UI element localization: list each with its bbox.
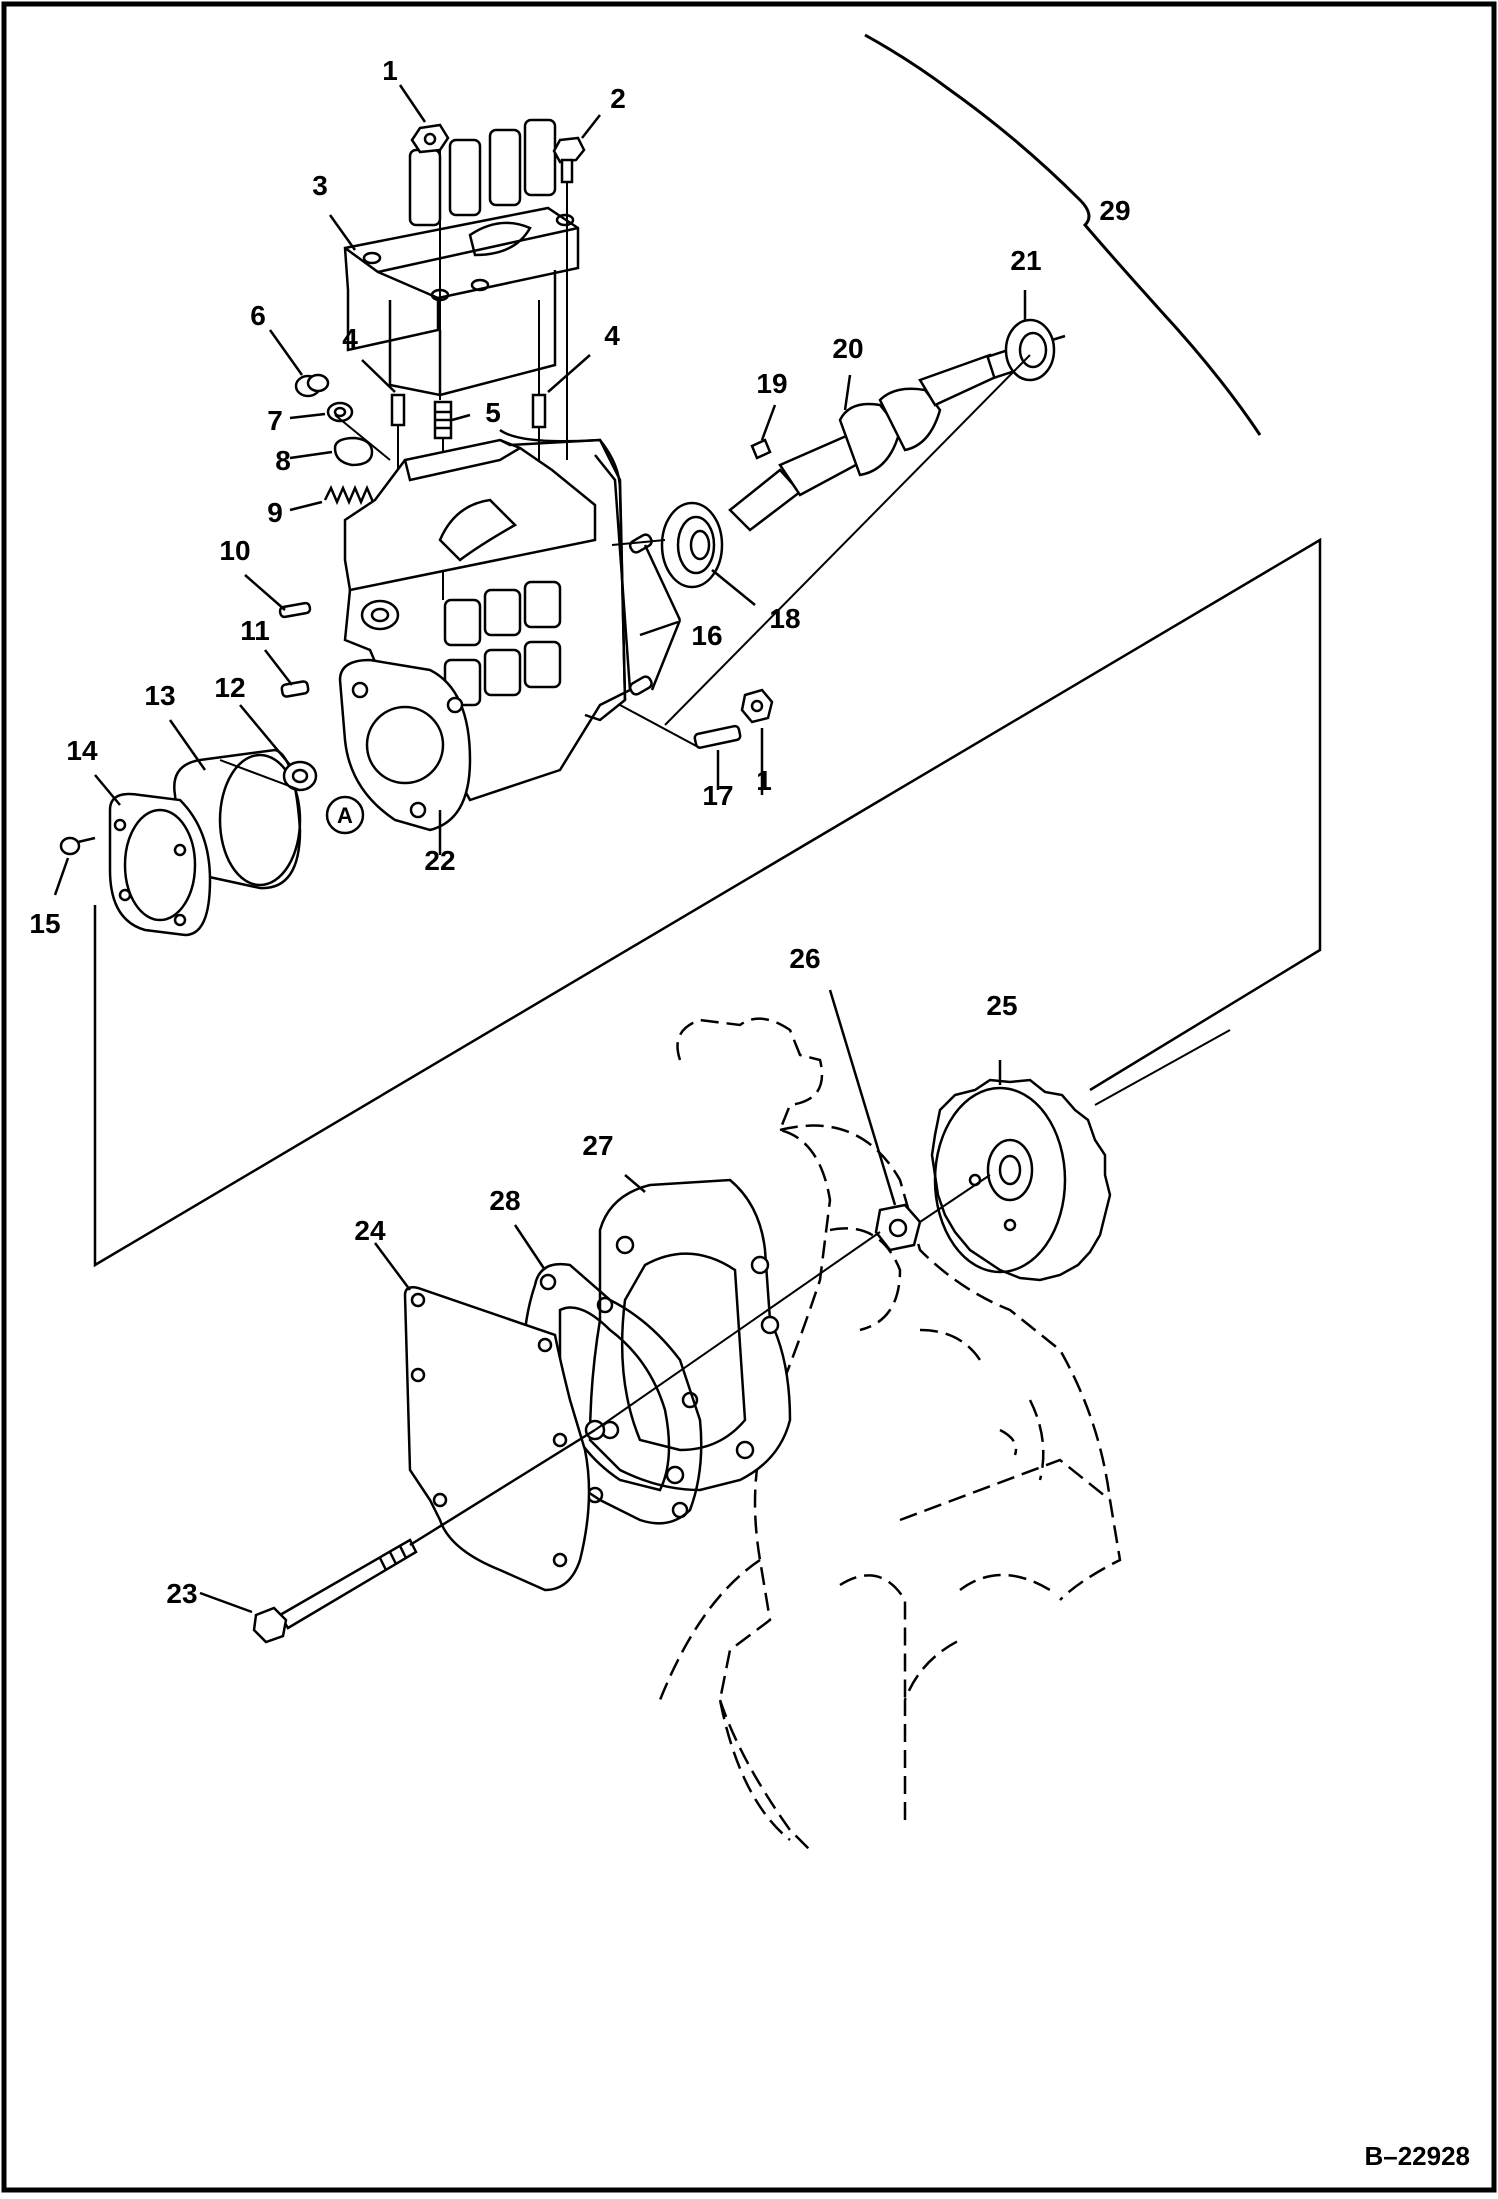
callout-23: 23 [166, 1578, 197, 1609]
dowels-16 [628, 533, 653, 696]
cap-8 [333, 436, 374, 467]
lower-axis-leaders [594, 1029, 1231, 1431]
callout-12: 12 [214, 672, 245, 703]
stud-17 [693, 724, 742, 749]
subassembly-frame [93, 537, 1322, 1268]
callout-labels: 1 2 3 4 4 5 6 7 8 9 10 11 12 13 14 15 16… [29, 55, 1130, 1609]
callout-22: 22 [424, 845, 455, 876]
nut-1-top [410, 123, 450, 154]
nut-1-lower [740, 688, 774, 724]
pins-10-11 [278, 601, 312, 698]
bolt-23 [252, 1428, 596, 1644]
gear-25 [930, 1078, 1112, 1282]
nut-26 [874, 1203, 922, 1252]
bearing-21 [1004, 318, 1066, 382]
callout-27: 27 [582, 1130, 613, 1161]
callout-7: 7 [267, 405, 283, 436]
callout-16: 16 [691, 620, 722, 651]
callout-26: 26 [789, 943, 820, 974]
callout-25: 25 [986, 990, 1017, 1021]
callout-2: 2 [610, 83, 626, 114]
flange-14 [108, 792, 212, 937]
callout-29: 29 [1099, 195, 1130, 226]
screw-15 [59, 836, 96, 856]
callout-4-left: 4 [342, 323, 358, 354]
gear-case-27 [588, 1178, 792, 1492]
callout-4-right: 4 [604, 320, 620, 351]
callout-17: 17 [702, 780, 733, 811]
callout-18: 18 [769, 603, 800, 634]
callout-28: 28 [489, 1185, 520, 1216]
bolt-2 [552, 136, 586, 184]
pump-head [343, 118, 580, 397]
callout-13: 13 [144, 680, 175, 711]
bearing-18 [660, 501, 724, 589]
callout-11: 11 [240, 615, 270, 646]
callout-21: 21 [1010, 245, 1041, 276]
callout-1-lower: 1 [756, 765, 772, 796]
washer-7 [326, 401, 354, 423]
drawing-number: B–22928 [1364, 2141, 1470, 2171]
pump-housing [343, 428, 632, 802]
callout-9: 9 [267, 497, 283, 528]
callout-6: 6 [250, 300, 266, 331]
callout-24: 24 [354, 1215, 386, 1246]
studs-4-5 [390, 393, 547, 440]
callout-14: 14 [66, 735, 98, 766]
plug-6 [294, 373, 330, 398]
camshaft-20 [728, 342, 1034, 532]
callout-15: 15 [29, 908, 60, 939]
view-a-marker: A [325, 795, 365, 835]
cover-plate-24 [403, 1286, 606, 1592]
callout-19: 19 [756, 368, 787, 399]
callout-leaders [53, 84, 1027, 1614]
exploded-leaders [219, 354, 1031, 791]
engine-outline-bracket [864, 33, 1262, 436]
callout-3: 3 [312, 170, 328, 201]
callout-8: 8 [275, 445, 291, 476]
view-a-label: A [337, 803, 353, 828]
engine-block-outline [658, 1017, 1122, 1851]
spring-9 [323, 484, 375, 506]
callout-10: 10 [219, 535, 250, 566]
callout-20: 20 [832, 333, 863, 364]
callout-1-top: 1 [382, 55, 398, 86]
key-19 [750, 438, 772, 460]
housing-flange [338, 658, 472, 832]
callout-5: 5 [485, 397, 501, 428]
